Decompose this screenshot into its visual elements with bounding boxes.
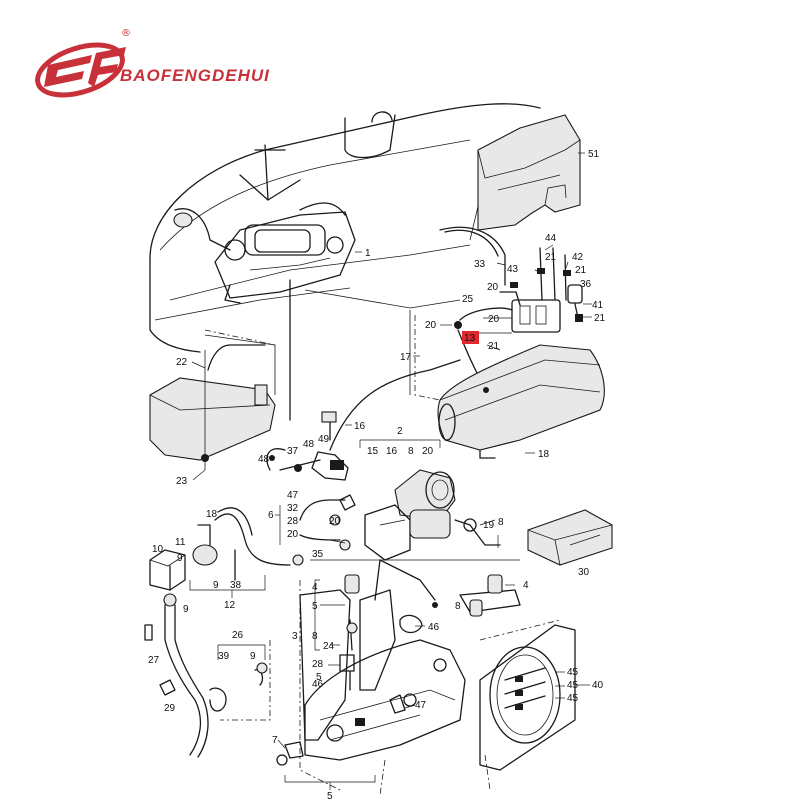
callout-51: 51 bbox=[588, 149, 600, 160]
callout-9: 9 bbox=[213, 580, 219, 591]
callout-37: 37 bbox=[287, 446, 299, 457]
registered-mark: ® bbox=[121, 28, 131, 39]
callout-27: 27 bbox=[148, 655, 160, 666]
part-51-cover bbox=[477, 114, 581, 231]
leader-lines bbox=[189, 152, 592, 790]
part-17-pressure-reservoir bbox=[437, 344, 605, 459]
callout-16: 16 bbox=[354, 421, 366, 432]
callout-20: 20 bbox=[329, 516, 341, 527]
callout-9: 9 bbox=[177, 553, 183, 564]
callout-24: 24 bbox=[323, 641, 335, 652]
callout-48: 48 bbox=[303, 439, 315, 450]
part-2-air-compressor bbox=[311, 451, 501, 561]
callout-5: 5 bbox=[312, 601, 318, 612]
callout-7: 7 bbox=[272, 735, 278, 746]
brand-name: BAOFENGDEHUI bbox=[120, 66, 270, 85]
callout-13-highlight bbox=[462, 331, 479, 344]
callout-21: 21 bbox=[575, 265, 587, 276]
callout-8: 8 bbox=[312, 631, 318, 642]
mounting-brackets bbox=[299, 559, 521, 741]
callout-22: 22 bbox=[176, 357, 188, 368]
callout-49: 49 bbox=[318, 434, 330, 445]
callout-9: 9 bbox=[183, 604, 189, 615]
callout-17: 17 bbox=[400, 352, 412, 363]
callout-41: 41 bbox=[592, 300, 604, 311]
callout-10: 10 bbox=[152, 544, 164, 555]
callout-40: 40 bbox=[592, 680, 604, 691]
callout-42: 42 bbox=[572, 252, 584, 263]
callout-5: 5 bbox=[316, 672, 322, 683]
callout-20: 20 bbox=[488, 314, 500, 325]
callout-47: 47 bbox=[287, 490, 299, 501]
callout-43: 43 bbox=[507, 264, 519, 275]
callout-12: 12 bbox=[224, 600, 236, 611]
callout-21: 21 bbox=[488, 341, 500, 352]
part-22-heat-shield bbox=[149, 334, 276, 470]
callout-20: 20 bbox=[487, 282, 499, 293]
callout-3: 3 bbox=[292, 631, 298, 642]
callout-18: 18 bbox=[538, 449, 550, 460]
callout-39: 39 bbox=[218, 651, 230, 662]
part-1-compressor-unit bbox=[173, 144, 356, 304]
callout-8: 8 bbox=[408, 446, 414, 457]
callout-20: 20 bbox=[425, 320, 437, 331]
callout-1: 1 bbox=[365, 248, 371, 259]
callout-36: 36 bbox=[580, 279, 592, 290]
callout-21: 21 bbox=[594, 313, 606, 324]
callout-5: 5 bbox=[327, 791, 333, 800]
callout-33: 33 bbox=[474, 259, 486, 270]
callout-28: 28 bbox=[312, 659, 324, 670]
subframe bbox=[276, 639, 466, 766]
callout-30: 30 bbox=[578, 567, 590, 578]
callout-46: 46 bbox=[428, 622, 440, 633]
grouping-lines bbox=[204, 315, 561, 796]
callout-4: 4 bbox=[312, 582, 318, 593]
callout-45: 45 bbox=[567, 667, 579, 678]
callout-38: 38 bbox=[230, 580, 242, 591]
air-lines bbox=[266, 359, 461, 551]
callout-4: 4 bbox=[523, 580, 529, 591]
callout-23: 23 bbox=[176, 476, 188, 487]
part-30-control-unit bbox=[527, 509, 613, 566]
callout-11: 11 bbox=[175, 537, 186, 548]
callout-26: 26 bbox=[232, 630, 244, 641]
callout-47: 47 bbox=[415, 700, 427, 711]
callout-2: 2 bbox=[397, 426, 403, 437]
callout-48: 48 bbox=[258, 454, 270, 465]
callout-21: 21 bbox=[545, 252, 557, 263]
callout-32: 32 bbox=[287, 503, 299, 514]
callout-35: 35 bbox=[312, 549, 324, 560]
callout-19: 19 bbox=[483, 520, 495, 531]
relay-hose-group bbox=[144, 507, 304, 758]
callout-46: 46 bbox=[312, 679, 324, 690]
callout-13: 13 bbox=[464, 333, 476, 344]
callout-8: 8 bbox=[498, 517, 504, 528]
callout-44: 44 bbox=[545, 233, 557, 244]
callout-45: 45 bbox=[567, 680, 579, 691]
brand-logo-icon bbox=[35, 42, 126, 98]
callout-20: 20 bbox=[422, 446, 434, 457]
callout-45: 45 bbox=[567, 693, 579, 704]
callout-16: 16 bbox=[386, 446, 398, 457]
callout-6: 6 bbox=[268, 510, 274, 521]
valve-block-assembly bbox=[439, 226, 583, 389]
callout-8: 8 bbox=[455, 601, 461, 612]
callout-25: 25 bbox=[462, 294, 474, 305]
callout-18: 18 bbox=[206, 509, 218, 520]
callout-labels: 1 51 44 42 33 43 21 21 20 36 25 41 20 20… bbox=[148, 149, 606, 800]
callout-20: 20 bbox=[287, 529, 299, 540]
callout-29: 29 bbox=[164, 703, 176, 714]
callout-28: 28 bbox=[287, 516, 299, 527]
callout-15: 15 bbox=[367, 446, 379, 457]
part-40-panel bbox=[479, 624, 576, 771]
callout-9: 9 bbox=[250, 651, 256, 662]
